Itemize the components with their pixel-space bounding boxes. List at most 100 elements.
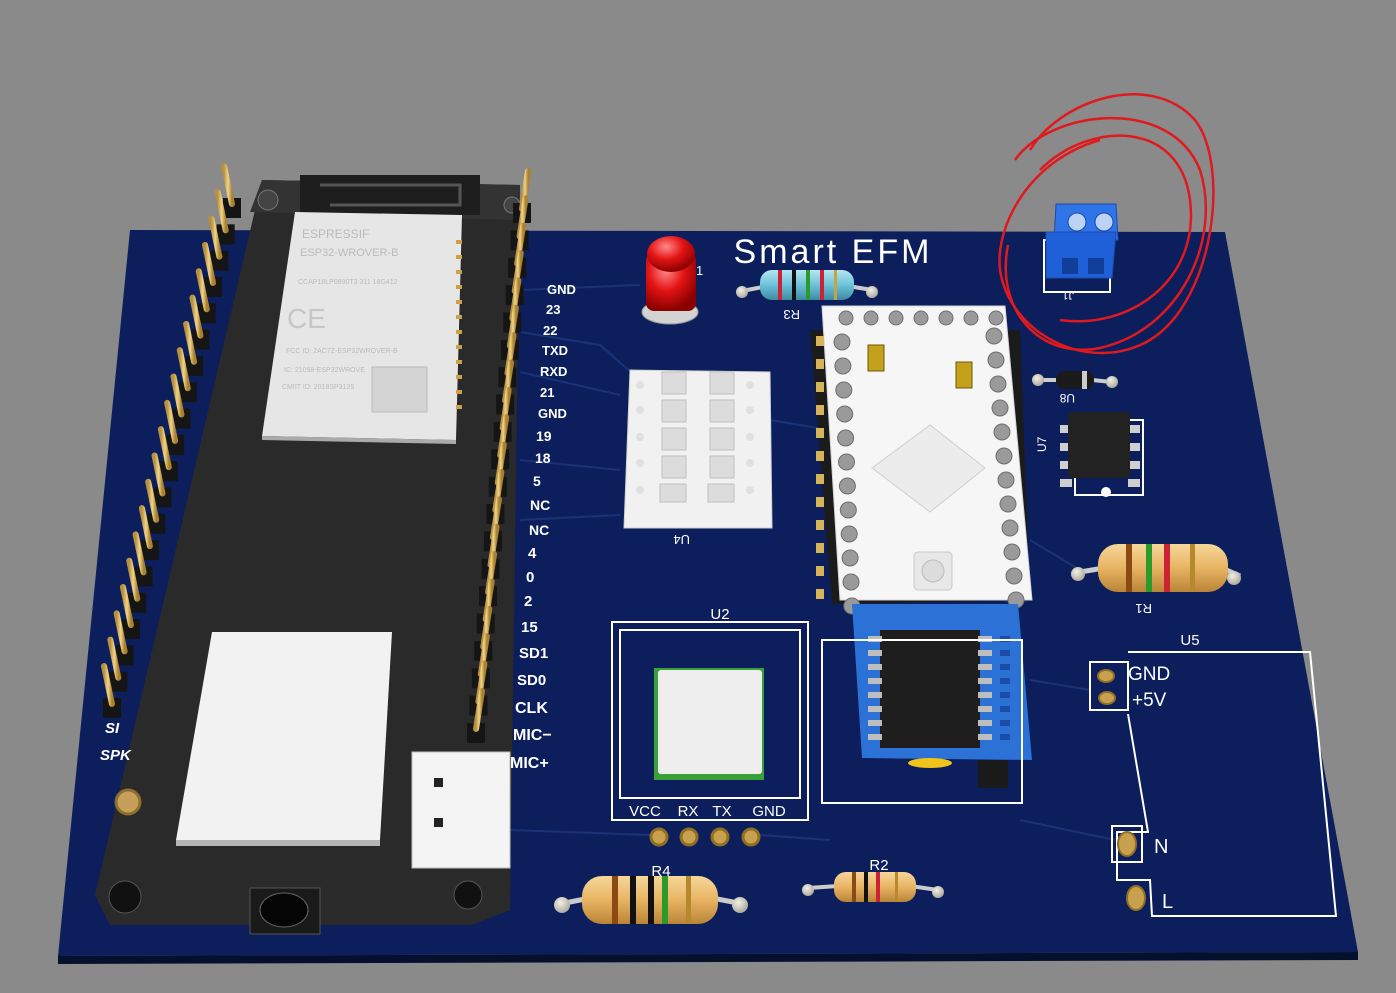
header-socket	[166, 434, 185, 455]
rtc-module	[852, 604, 1032, 788]
header-pad	[999, 495, 1017, 513]
u2-module: U2 VCC RX TX GND	[611, 606, 809, 847]
header-pin	[101, 663, 115, 707]
pin-label: GND	[547, 282, 576, 297]
header-pin	[170, 373, 185, 418]
pin-label: 22	[543, 323, 557, 338]
u5-label: U5	[1180, 632, 1199, 649]
header-pin	[202, 241, 217, 286]
header-pin	[119, 584, 134, 629]
pin-label: 23	[546, 302, 560, 317]
ic-pin	[978, 650, 992, 656]
header-socket	[204, 276, 223, 297]
pin-label: MIC+	[510, 755, 549, 772]
ic-pin	[868, 664, 882, 670]
header-pin	[183, 320, 198, 365]
header-pin	[816, 497, 824, 507]
header-pad	[837, 429, 855, 447]
u2-pin-rx: RX	[678, 803, 699, 820]
ic-pin	[868, 678, 882, 684]
module-line-3: IC: 21098-ESP32WROVE	[284, 367, 365, 374]
header-pad	[987, 351, 1005, 369]
header-socket	[134, 566, 153, 587]
ce-mark: CE	[287, 303, 326, 334]
header-pad	[863, 310, 879, 326]
header-pad	[841, 549, 859, 567]
ic-u7: U7	[1035, 412, 1144, 497]
header-pin	[208, 215, 223, 260]
header-pin	[145, 478, 160, 523]
ic-pin	[978, 720, 992, 726]
header-socket	[121, 619, 140, 640]
ic-pin	[978, 692, 992, 698]
pin-label: 2	[524, 593, 532, 610]
header-pin	[816, 405, 824, 415]
led-ref: 1	[696, 263, 703, 278]
u8-label: U8	[1059, 391, 1075, 405]
header-pad	[995, 447, 1013, 465]
terminal-block-j1: J1	[1043, 203, 1119, 301]
header-pin	[816, 566, 824, 576]
header-socket	[109, 671, 128, 692]
j1-label: J1	[1062, 289, 1074, 301]
pin-label: SD1	[519, 645, 548, 662]
header-socket	[191, 329, 210, 350]
header-pin	[816, 543, 824, 553]
header-pad	[985, 327, 1003, 345]
header-pad	[1005, 567, 1023, 585]
pin-label: 0	[526, 569, 534, 586]
header-pin	[816, 589, 824, 599]
header-pin	[126, 557, 141, 602]
header-socket	[103, 698, 121, 718]
resistor-r3: R3	[736, 270, 878, 322]
pin-label: GND	[538, 406, 567, 421]
u5-n-label: N	[1154, 836, 1168, 858]
via-pad	[114, 788, 142, 816]
module-brand: ESPRESSIF	[302, 227, 369, 241]
pin-label: 19	[536, 428, 552, 444]
module-pad	[1000, 706, 1010, 712]
copper-traces	[509, 284, 1116, 841]
module-pad	[1000, 734, 1010, 740]
u5-5v-label: +5V	[1132, 690, 1167, 711]
pin-header-left	[101, 163, 241, 718]
header-pin	[151, 452, 166, 497]
header-socket	[197, 303, 216, 324]
u2-pin-vcc: VCC	[629, 803, 661, 820]
u5-gnd-label: GND	[1128, 664, 1170, 685]
header-socket	[140, 540, 159, 561]
u4-module: U4	[623, 369, 773, 547]
header-pad	[1003, 543, 1021, 561]
resistor-r2: R2	[802, 857, 944, 902]
header-pin	[816, 359, 824, 369]
mount-hole-icon	[108, 880, 142, 914]
pin-label: TXD	[542, 343, 568, 358]
pin-label: 18	[535, 450, 551, 466]
header-socket	[153, 487, 172, 508]
header-socket	[185, 355, 204, 376]
header-pin	[164, 399, 179, 444]
header-pin	[189, 294, 204, 339]
header-pad	[834, 357, 852, 375]
header-pad	[989, 375, 1007, 393]
edge-label-si: SI	[105, 720, 120, 737]
header-socket	[172, 408, 191, 429]
header-pad	[835, 381, 853, 399]
ic-pin	[978, 706, 992, 712]
header-socket	[216, 224, 235, 245]
header-pad	[838, 310, 854, 326]
ic-pin	[868, 706, 882, 712]
header-pad	[938, 310, 954, 326]
usb-uart-chip	[176, 632, 392, 840]
module-pad	[1000, 664, 1010, 670]
header-pad	[888, 310, 904, 326]
ic-pin	[868, 720, 882, 726]
pin-label: RXD	[540, 364, 567, 379]
header-pad	[963, 310, 979, 326]
led-red: 1	[641, 236, 703, 325]
u5-power-module: U5 GND +5V N L	[1089, 632, 1338, 917]
pin-label: MIC−	[513, 727, 552, 744]
r3-label: R3	[783, 307, 800, 322]
